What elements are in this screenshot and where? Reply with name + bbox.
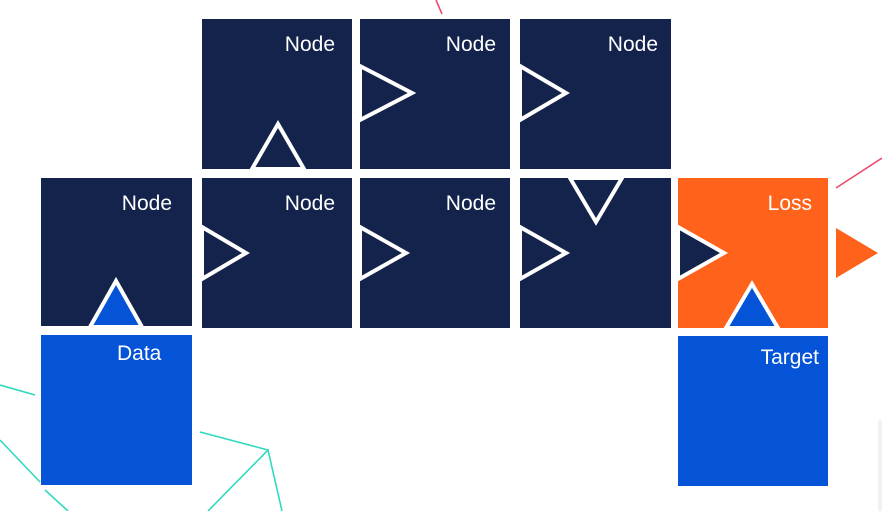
node-label: Node xyxy=(446,192,496,215)
up-arrow-icon xyxy=(86,276,146,329)
deco-teal-line-2 xyxy=(0,439,41,483)
up-arrow-icon xyxy=(722,280,782,330)
up-arrow-icon xyxy=(248,120,308,171)
data-label: Data xyxy=(117,342,162,365)
data-block[interactable]: Data xyxy=(41,335,192,485)
right-arrow-icon xyxy=(518,62,570,124)
card-edge xyxy=(878,420,882,511)
loss-label: Loss xyxy=(768,192,812,215)
right-arrow-icon xyxy=(676,223,729,283)
node-label: Node xyxy=(608,33,658,56)
down-arrow-icon xyxy=(566,176,626,226)
deco-pink-line-1 xyxy=(435,0,443,15)
deco-teal-line-4 xyxy=(199,431,270,511)
node-label: Node xyxy=(285,33,335,56)
node-label: Node xyxy=(446,33,496,56)
target-block[interactable]: Target xyxy=(678,336,828,486)
node-label: Node xyxy=(285,192,335,215)
right-arrow-icon xyxy=(358,223,411,283)
deco-pink-line-2 xyxy=(835,157,882,189)
output-arrow-icon xyxy=(836,228,878,278)
node-label: Node xyxy=(122,192,172,215)
deco-teal-line-5 xyxy=(267,449,283,511)
ports xyxy=(86,62,782,330)
right-arrow-icon xyxy=(358,62,417,124)
target-label: Target xyxy=(761,346,820,369)
right-arrow-icon xyxy=(518,223,571,283)
deco-teal-line-1 xyxy=(0,384,36,396)
deco-teal-line-3 xyxy=(44,489,69,511)
right-arrow-icon xyxy=(200,223,250,283)
